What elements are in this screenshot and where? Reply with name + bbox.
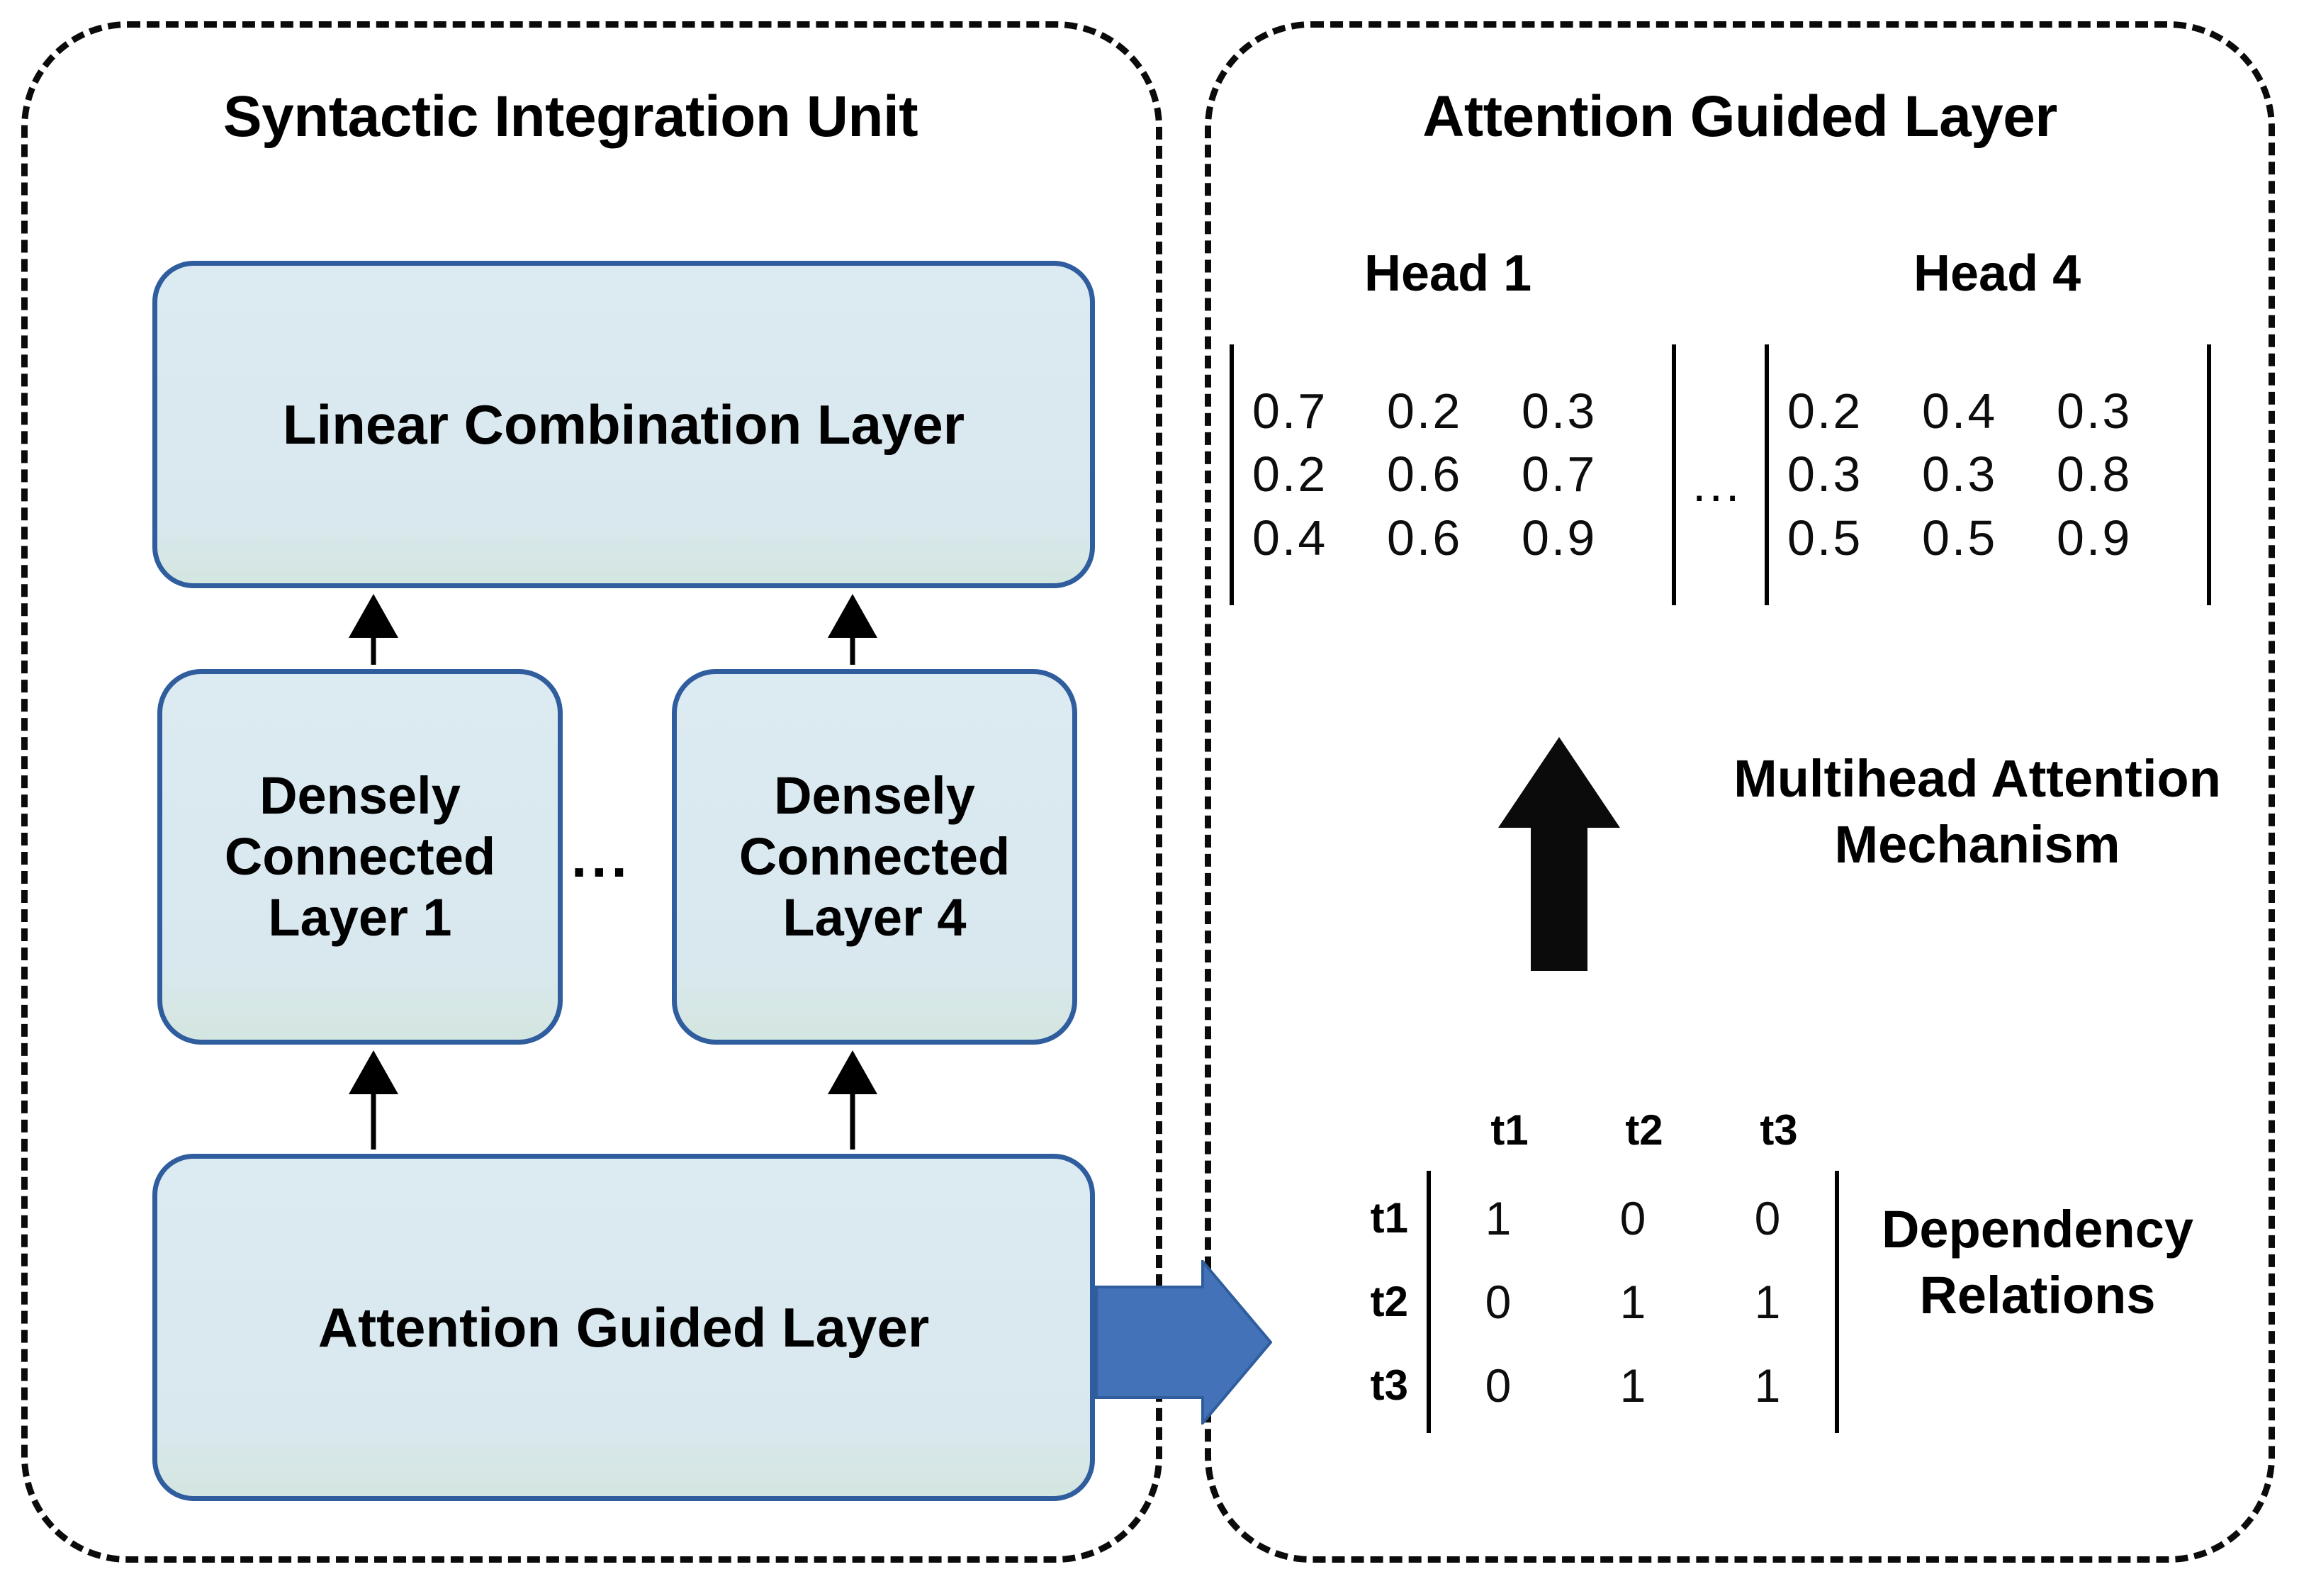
- attention-guided-layer-panel: [1205, 21, 2275, 1563]
- attention-matrix-head-4: 0.2 0.4 0.3 0.3 0.3 0.8 0.5 0.5 0.9: [1765, 344, 2211, 605]
- matrix-left-bar: [1427, 1171, 1431, 1433]
- matrix-cell: 0.2: [1787, 383, 1863, 439]
- matrix-rows: 0.7 0.2 0.3 0.2 0.6 0.7 0.4 0.6 0.9: [1234, 344, 1672, 605]
- densely-connected-layer-4-box[interactable]: Densely Connected Layer 4: [672, 669, 1077, 1045]
- table-row: 0 1 1: [1431, 1260, 1835, 1344]
- arrow-dense4-to-linear-icon: [828, 594, 877, 665]
- linear-combination-layer-box[interactable]: Linear Combination Layer: [152, 261, 1095, 588]
- dependency-row-header: t1: [1370, 1194, 1408, 1242]
- matrix-left-bar: [1230, 344, 1234, 605]
- matrix-right-bar: [1672, 344, 1676, 605]
- matrix-cell: 0.7: [1522, 446, 1597, 502]
- matrix-cell: 0.8: [2057, 446, 2132, 502]
- matrix-row: 0.2 0.4 0.3: [1787, 380, 2191, 444]
- multihead-attention-mechanism-label: Multihead Attention Mechanism: [1733, 749, 2221, 875]
- matrix-rows: 0.2 0.4 0.3 0.3 0.3 0.8 0.5 0.5 0.9: [1769, 344, 2207, 605]
- dependency-row-header: t3: [1370, 1361, 1408, 1409]
- dependency-grid: 1 0 0 0 1 1 0 1 1: [1431, 1171, 1835, 1433]
- dependency-col-header: t2: [1625, 1106, 1663, 1154]
- attention-matrix-head-1: 0.7 0.2 0.3 0.2 0.6 0.7 0.4 0.6 0.9: [1230, 344, 1676, 605]
- arrow-head-icon: [828, 1050, 877, 1094]
- densely-connected-layer-4-label: Densely Connected Layer 4: [738, 766, 1011, 947]
- matrix-cell: 0.3: [1922, 446, 1998, 502]
- dense-layers-ellipsis: ...: [571, 826, 631, 889]
- arrow-agl-to-dense1-icon: [349, 1050, 398, 1150]
- dependency-cell: 1: [1619, 1276, 1646, 1328]
- right-panel-title: Attention Guided Layer: [1422, 84, 2057, 149]
- arrow-head-icon: [349, 1050, 398, 1094]
- matrix-left-bar: [1765, 344, 1769, 605]
- arrow-head-icon: [349, 594, 398, 638]
- arrow-head-icon: [828, 594, 877, 638]
- dependency-column-headers: t1 t2 t3: [1442, 1106, 1846, 1154]
- matrix-cell: 0.6: [1387, 446, 1463, 502]
- dependency-row-header: t2: [1370, 1278, 1408, 1325]
- dependency-row-headers: t1 t2 t3: [1343, 1171, 1427, 1433]
- dependency-cell: 1: [1485, 1192, 1512, 1244]
- dependency-cell: 0: [1485, 1359, 1512, 1412]
- matrix-cell: 0.6: [1387, 510, 1463, 566]
- matrix-cell: 0.7: [1252, 383, 1328, 439]
- dependency-body: t1 t2 t3 1 0 0 0 1 1: [1343, 1171, 1839, 1433]
- matrix-cell: 0.3: [1787, 446, 1863, 502]
- attention-guided-layer-box[interactable]: Attention Guided Layer: [152, 1154, 1095, 1501]
- heads-ellipsis: ...: [1692, 456, 1743, 512]
- matrix-row: 0.5 0.5 0.9: [1787, 507, 2191, 571]
- matrix-cell: 0.3: [2057, 383, 2132, 439]
- matrix-cell: 0.4: [1252, 510, 1328, 566]
- matrix-cell: 0.3: [1522, 383, 1597, 439]
- dependency-cell: 0: [1485, 1276, 1512, 1328]
- matrix-cell: 0.5: [1787, 510, 1863, 566]
- dependency-col-header: t3: [1760, 1106, 1798, 1154]
- dependency-col-header: t1: [1490, 1106, 1529, 1154]
- arrow-agl-to-dense4-icon: [828, 1050, 877, 1150]
- arrow-shaft: [371, 635, 376, 665]
- matrix-row: 0.2 0.6 0.7: [1252, 443, 1656, 507]
- arrow-shaft: [850, 1093, 855, 1150]
- matrix-right-bar: [1835, 1171, 1839, 1433]
- left-panel-title: Syntactic Integration Unit: [223, 84, 918, 149]
- densely-connected-layer-1-box[interactable]: Densely Connected Layer 1: [157, 669, 563, 1045]
- dependency-relations-label: Dependency Relations: [1881, 1200, 2194, 1325]
- arrow-shaft: [371, 1093, 376, 1150]
- matrix-row: 0.7 0.2 0.3: [1252, 380, 1656, 444]
- dependency-cell: 1: [1754, 1276, 1781, 1328]
- matrix-cell: 0.4: [1922, 383, 1998, 439]
- densely-connected-layer-1-label: Densely Connected Layer 1: [224, 766, 496, 947]
- matrix-cell: 0.9: [1522, 510, 1597, 566]
- linear-combination-layer-label: Linear Combination Layer: [282, 393, 965, 456]
- matrix-cell: 0.5: [1922, 510, 1998, 566]
- matrix-cell: 0.2: [1252, 446, 1328, 502]
- dependency-matrix: 1 0 0 0 1 1 0 1 1: [1427, 1171, 1839, 1433]
- dependency-cell: 1: [1754, 1359, 1781, 1412]
- dependency-cell: 0: [1619, 1192, 1646, 1244]
- matrix-cell: 0.9: [2057, 510, 2132, 566]
- matrix-row: 0.3 0.3 0.8: [1787, 443, 2191, 507]
- matrix-row: 0.4 0.6 0.9: [1252, 507, 1656, 571]
- arrow-shaft: [850, 635, 855, 665]
- dependency-cell: 1: [1619, 1359, 1646, 1412]
- arrow-dense1-to-linear-icon: [349, 594, 398, 665]
- matrix-cell: 0.2: [1387, 383, 1463, 439]
- attention-guided-layer-label: Attention Guided Layer: [317, 1296, 930, 1359]
- table-row: 1 0 0: [1431, 1176, 1835, 1260]
- dependency-cell: 0: [1754, 1192, 1781, 1244]
- table-row: 0 1 1: [1431, 1344, 1835, 1427]
- head-4-label: Head 4: [1913, 245, 2081, 302]
- syntactic-integration-unit-panel: [21, 21, 1162, 1563]
- multihead-attention-up-arrow-icon: [1488, 737, 1630, 971]
- head-1-label: Head 1: [1364, 245, 1532, 302]
- matrix-right-bar: [2207, 344, 2211, 605]
- blue-connector-arrow-icon: [1095, 1260, 1272, 1424]
